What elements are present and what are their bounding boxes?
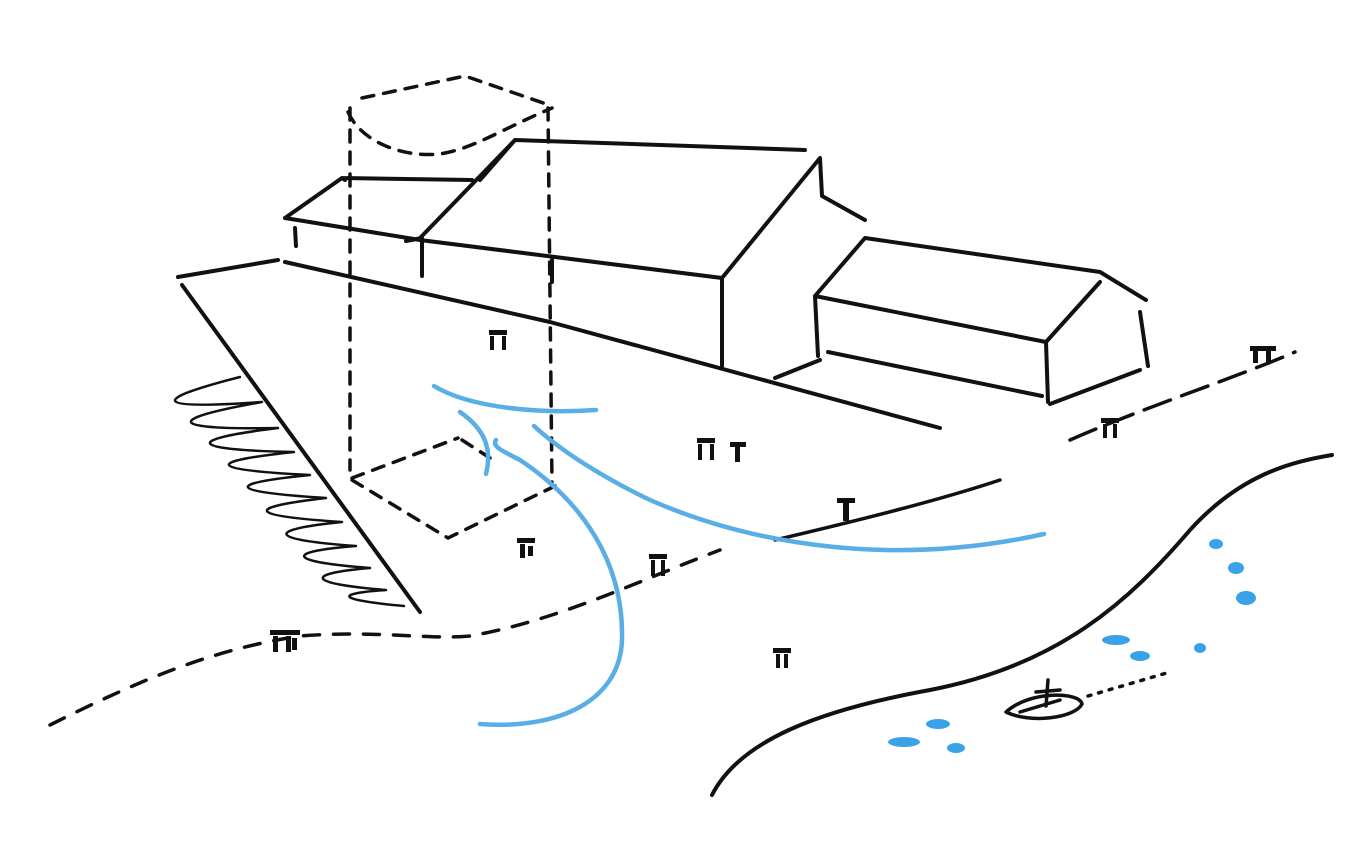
building-main <box>418 138 867 368</box>
water-ripples <box>888 539 1256 753</box>
flow-arrow-mid <box>457 409 491 477</box>
person-figure <box>270 630 300 652</box>
dashed-footpath <box>48 548 722 727</box>
person-figure <box>697 438 715 460</box>
person-figure <box>1250 346 1276 363</box>
plateau-front-edge <box>283 260 942 430</box>
person-figure <box>837 498 855 521</box>
building-right <box>773 236 1150 406</box>
flow-arrow-right <box>531 423 1047 553</box>
person-figure <box>730 442 746 462</box>
plateau-back-edge <box>176 258 280 279</box>
person-figure <box>1101 418 1119 438</box>
shoreline <box>710 453 1334 797</box>
cliff-edge <box>180 283 422 614</box>
blue-layer <box>431 383 1047 727</box>
building-left-wing <box>283 176 474 278</box>
tower-dashed-outline <box>346 74 557 540</box>
cliff-hatching <box>173 375 406 608</box>
flow-arrow-top <box>431 383 599 414</box>
ink-layer <box>48 74 1334 797</box>
flow-arrow-bottom <box>477 437 625 727</box>
person-figure <box>489 330 507 350</box>
people-figures <box>270 330 1276 668</box>
person-figure <box>649 554 667 576</box>
upper-path-line <box>773 478 1002 542</box>
boat <box>1004 670 1172 721</box>
person-figure <box>517 538 535 558</box>
person-figure <box>773 648 791 668</box>
